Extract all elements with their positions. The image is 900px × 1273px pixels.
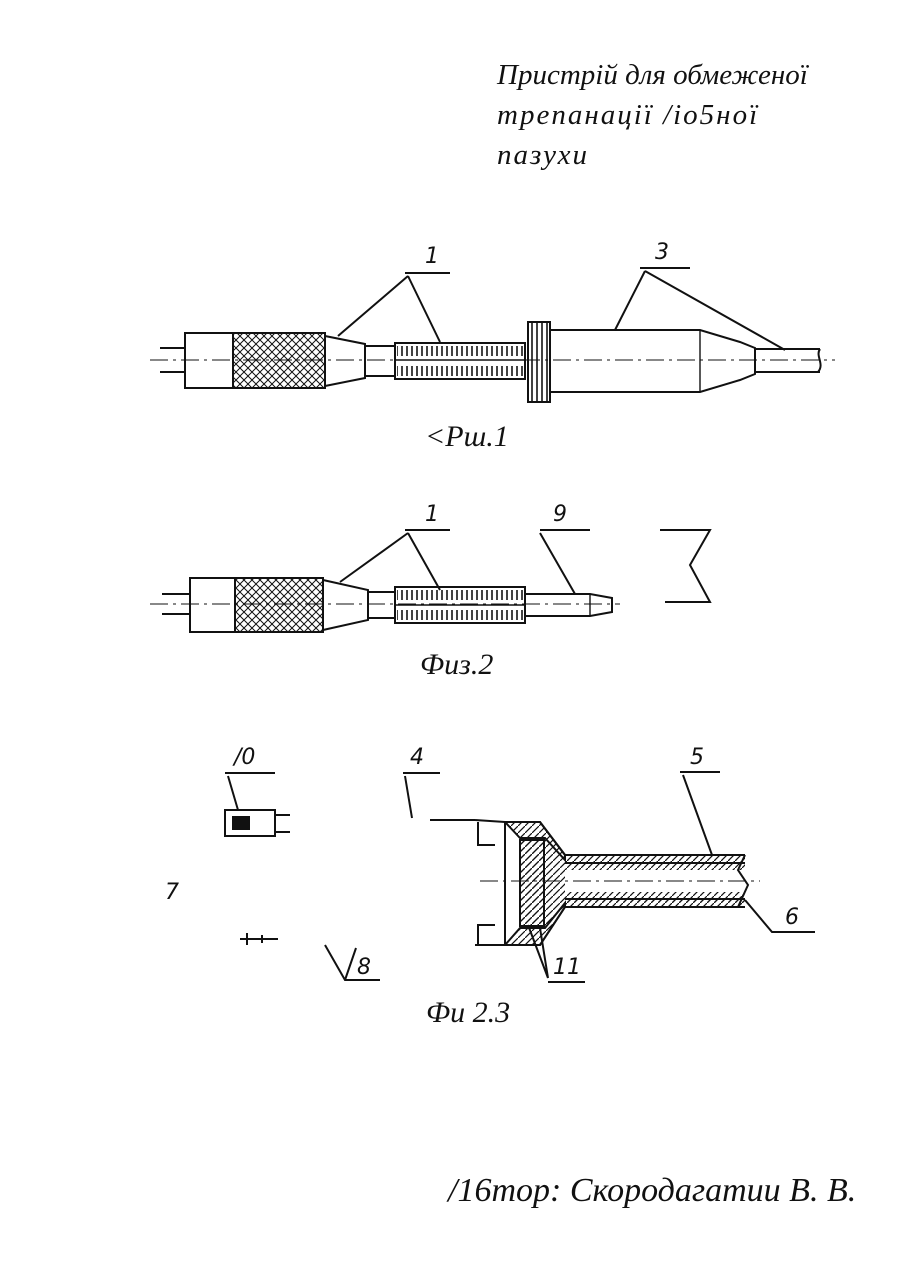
fig3-label-6: 6 (785, 905, 799, 930)
figure-3-caption: Фи 2.3 (426, 996, 510, 1030)
figure-3-drawing (0, 740, 900, 1000)
title-line-3: пазухи (497, 135, 877, 175)
fig1-label-3: 3 (655, 240, 669, 265)
fig3-label-8: 8 (357, 955, 371, 980)
fig3-label-7: 7 (165, 880, 179, 905)
title-line-2: трепанації /io5ної (497, 95, 877, 135)
title-line-1: Пристрій для обмеженої (497, 55, 877, 95)
fig3-label-10: /0 (234, 745, 255, 770)
fig3-label-4: 4 (410, 745, 424, 770)
fig1-label-1: 1 (425, 244, 439, 269)
figure-2-caption: Физ.2 (420, 648, 493, 682)
fig3-label-5: 5 (690, 745, 704, 770)
fig2-label-9: 9 (553, 502, 567, 527)
figure-1-drawing (0, 240, 900, 420)
author-line: /16тор: Скородагатии В. В. (448, 1172, 856, 1210)
fig3-label-11: 11 (553, 955, 581, 980)
figure-2-drawing (0, 500, 900, 650)
fig2-label-1: 1 (425, 502, 439, 527)
figure-1-caption: <Рш.1 (425, 420, 509, 454)
document-title: Пристрій для обмеженої трепанації /io5но… (497, 55, 877, 175)
